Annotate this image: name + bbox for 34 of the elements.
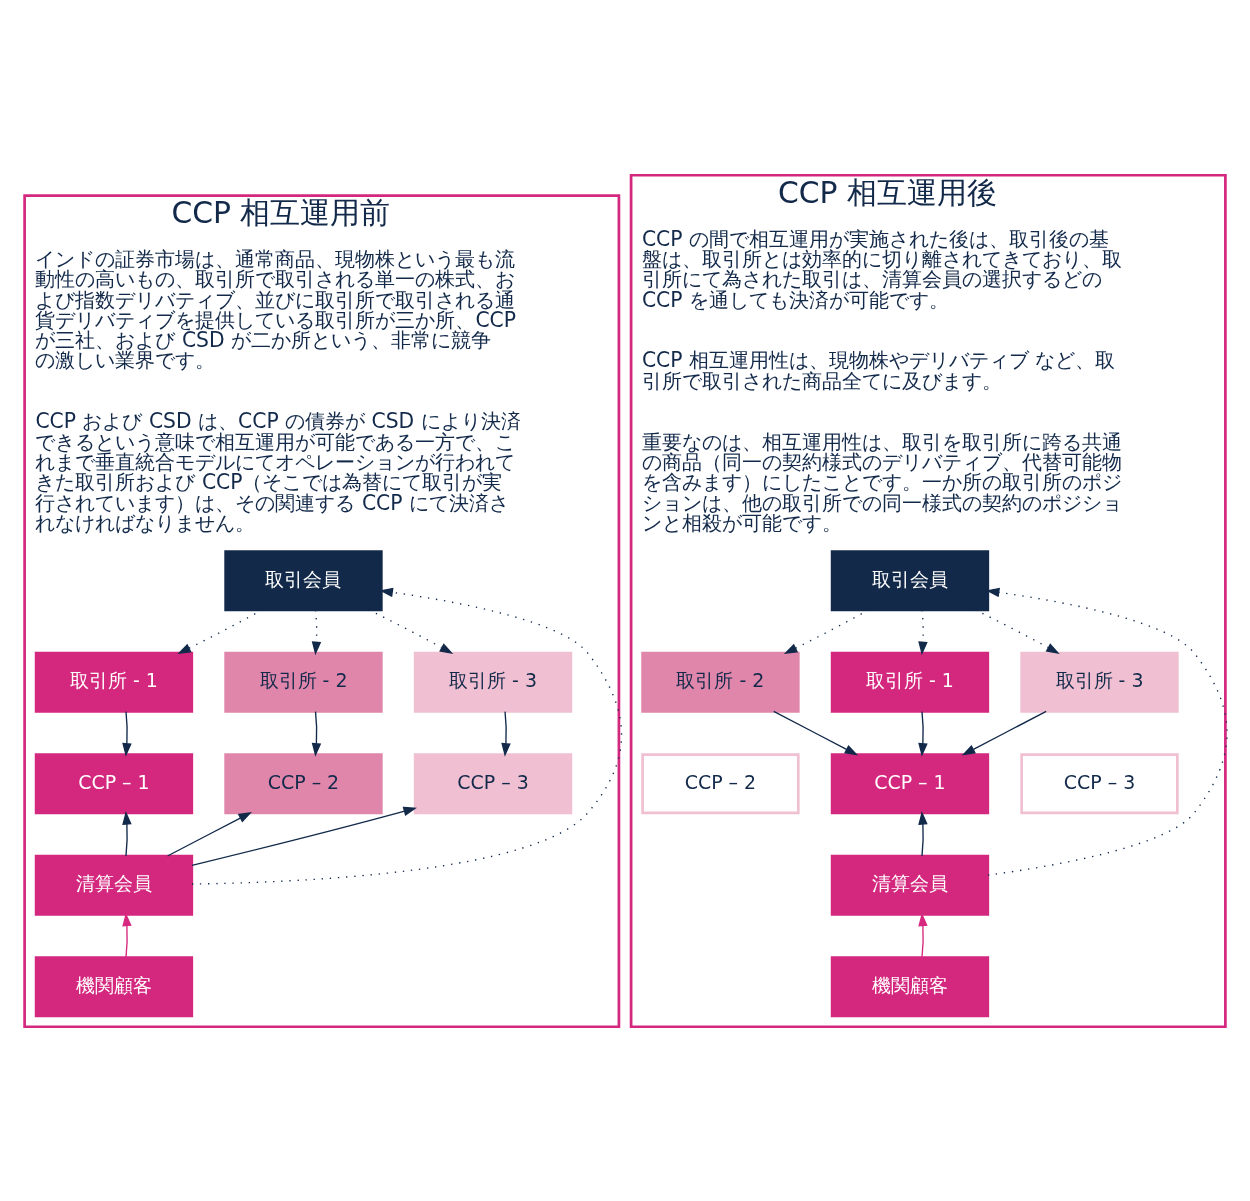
arrow [122, 810, 132, 857]
arrow [773, 710, 859, 755]
arrow [311, 608, 322, 655]
node-box: 取引所 - 2 [224, 651, 383, 713]
arrow [122, 912, 132, 958]
node-box: 機関顧客 [34, 955, 194, 1017]
arrow [961, 710, 1047, 755]
arrow [918, 608, 928, 655]
arrow [985, 587, 1228, 876]
node-box: CCP – 3 [1020, 752, 1179, 814]
node-box: CCP – 2 [224, 752, 383, 814]
arrow [122, 710, 132, 757]
node-box: 取引所 - 3 [1020, 651, 1179, 713]
arrow [311, 710, 322, 757]
node-box: CCP – 2 [641, 752, 800, 814]
node-box: CCP – 1 [34, 752, 194, 814]
node-box: 取引所 - 1 [830, 651, 990, 713]
node-box: 取引会員 [830, 549, 990, 611]
arrow [918, 710, 928, 757]
node-box: 清算会員 [830, 854, 990, 916]
arrow [191, 587, 623, 885]
arrow [166, 811, 252, 857]
node-box: 取引会員 [224, 549, 383, 611]
node-box: 取引所 - 1 [34, 651, 194, 713]
arrow [918, 810, 928, 857]
arrow [501, 710, 511, 757]
node-box: 取引所 - 3 [413, 651, 573, 713]
node-box: 取引所 - 2 [641, 651, 800, 713]
arrow [191, 806, 417, 866]
node-box: 清算会員 [34, 854, 194, 916]
node-box: CCP – 3 [413, 752, 573, 814]
node-box: 機関顧客 [830, 955, 990, 1017]
node-box: CCP – 1 [830, 752, 990, 814]
arrow [918, 912, 928, 958]
